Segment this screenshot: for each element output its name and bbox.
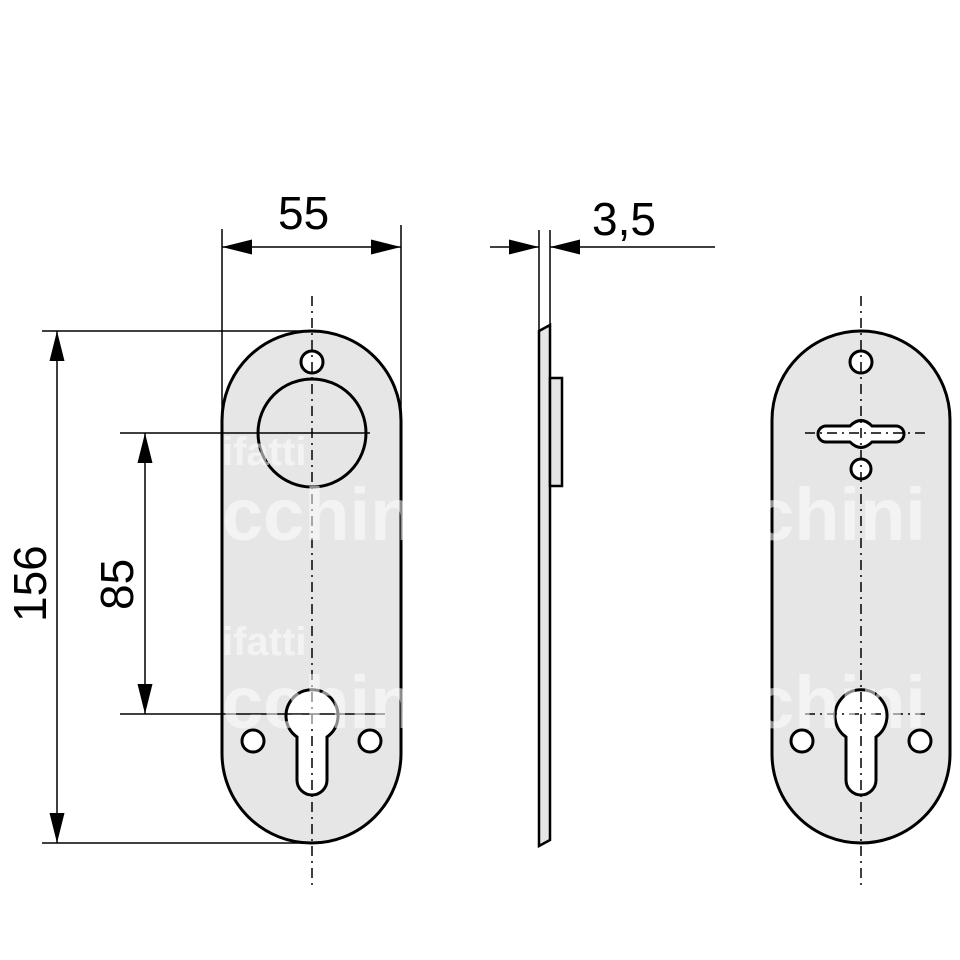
thickness-label: 3,5 <box>592 193 656 245</box>
height-dimension: 156 <box>4 330 312 844</box>
height-label: 156 <box>4 545 56 622</box>
width-dimension: 55 <box>221 187 402 420</box>
side-plate <box>537 322 552 849</box>
watermark-text-1: ifatti <box>222 430 306 474</box>
watermark-back: cchini cchini <box>712 473 926 744</box>
back-bottom-left-screw-hole <box>789 728 815 754</box>
front-bottom-left-screw-hole <box>240 728 266 754</box>
back-bottom-right-screw-hole <box>907 728 933 754</box>
watermark-text-5: cchini <box>712 473 926 556</box>
side-boss <box>548 376 564 488</box>
front-view <box>120 296 403 890</box>
watermark-front: ifatti cchini ifatti cchini <box>222 430 436 744</box>
watermark-text-2: cchini <box>222 473 436 556</box>
watermark-text-6: cchini <box>712 661 926 744</box>
center-distance-label: 85 <box>91 559 143 610</box>
front-bottom-right-screw-hole <box>357 728 383 754</box>
side-view <box>537 230 564 849</box>
width-label: 55 <box>278 187 329 239</box>
back-view <box>770 296 952 890</box>
watermark-text-4: cchini <box>222 661 436 744</box>
watermark-text-3: ifatti <box>222 620 306 664</box>
center-distance-dimension: 85 <box>91 433 153 714</box>
thickness-dimension: 3,5 <box>490 193 715 255</box>
